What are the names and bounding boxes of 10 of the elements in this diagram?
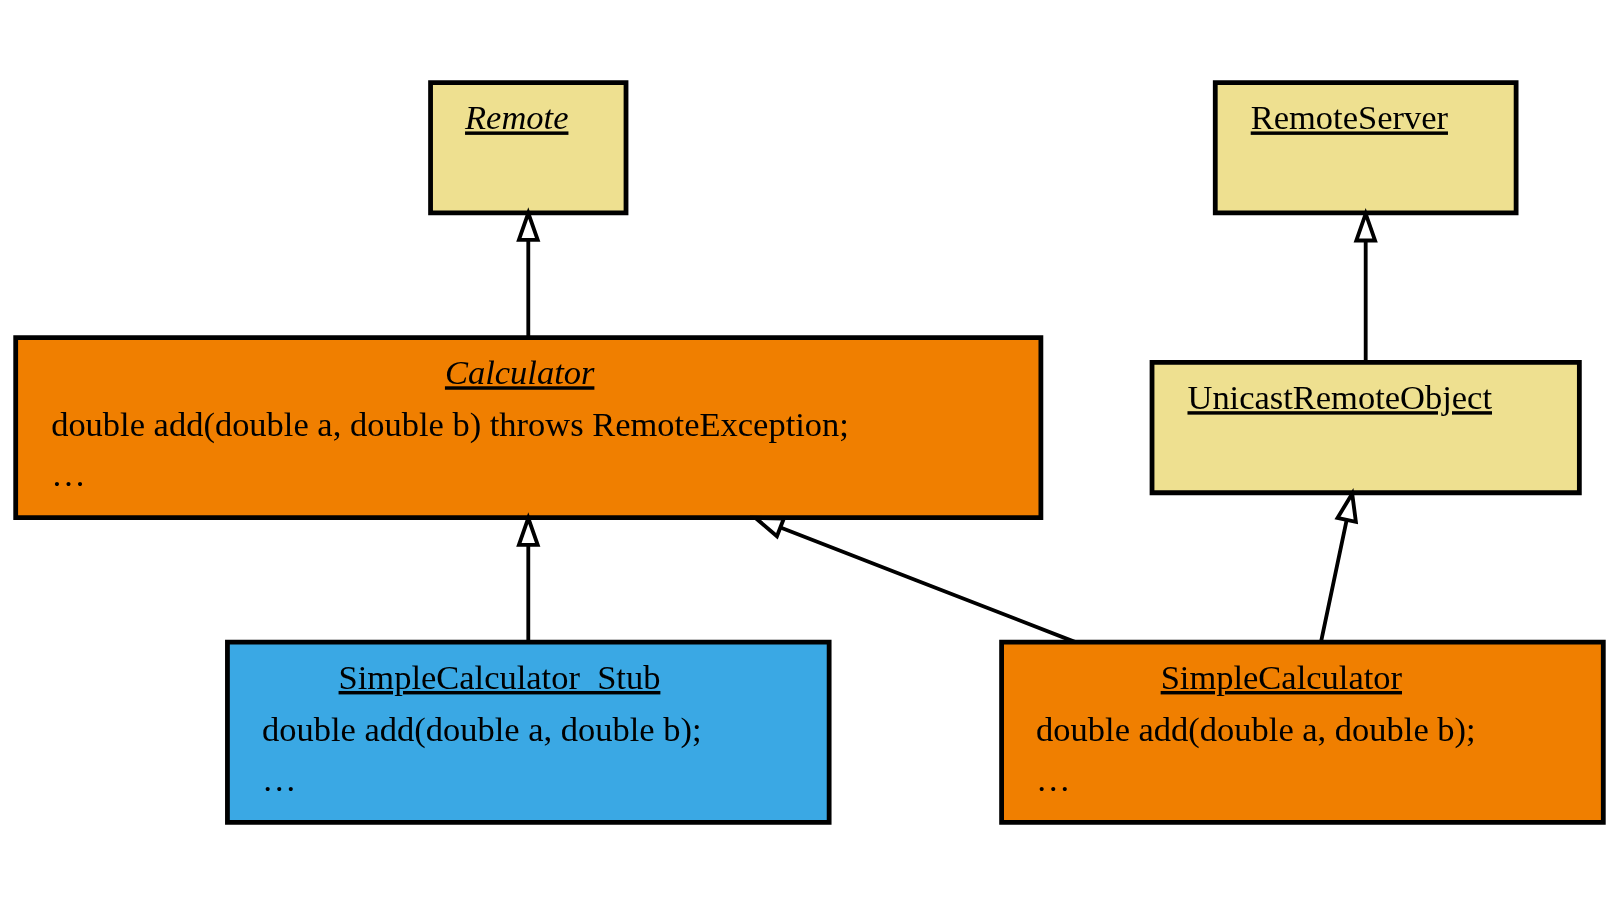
node-box: RemoteServer [1212,80,1519,216]
arrow [516,207,541,337]
arrow [1353,207,1378,363]
arrow [516,512,541,642]
node-box: Remote [428,80,629,216]
node-box: SimpleCalculator_Stub double add(double a, double b); … [225,639,832,825]
node-box: UnicastRemoteObject [1149,360,1582,496]
arrow [1319,488,1359,643]
node-box: SimpleCalculator double add(double a, double b); … [999,639,1606,825]
node-box: Calculator double add(double a, double b) throws RemoteException; … [13,335,1044,521]
